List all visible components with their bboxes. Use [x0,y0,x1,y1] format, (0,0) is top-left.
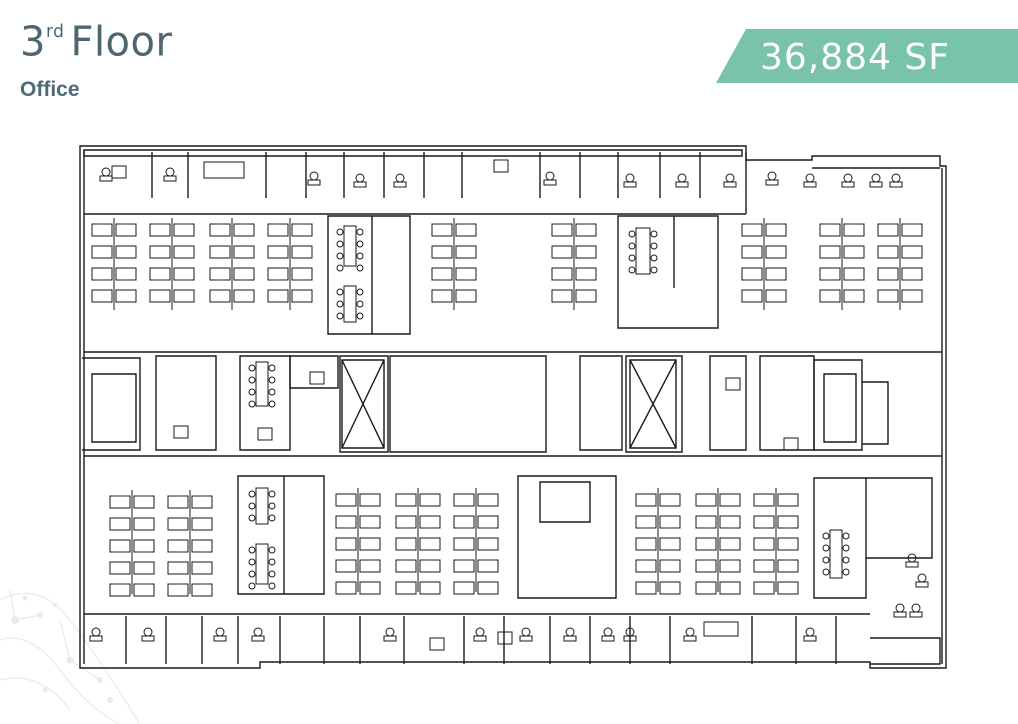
floor-word: Floor [70,18,173,66]
floor-subtitle: Office [20,78,80,101]
floor-plan-drawing [79,145,947,669]
floor-number: 3 [20,18,46,66]
area-badge: 36,884 SF [716,29,1018,83]
floor-suffix: rd [45,21,65,42]
area-value: 36,884 SF [760,37,950,78]
network-decoration-icon [0,589,141,724]
floor-plan [70,138,950,674]
